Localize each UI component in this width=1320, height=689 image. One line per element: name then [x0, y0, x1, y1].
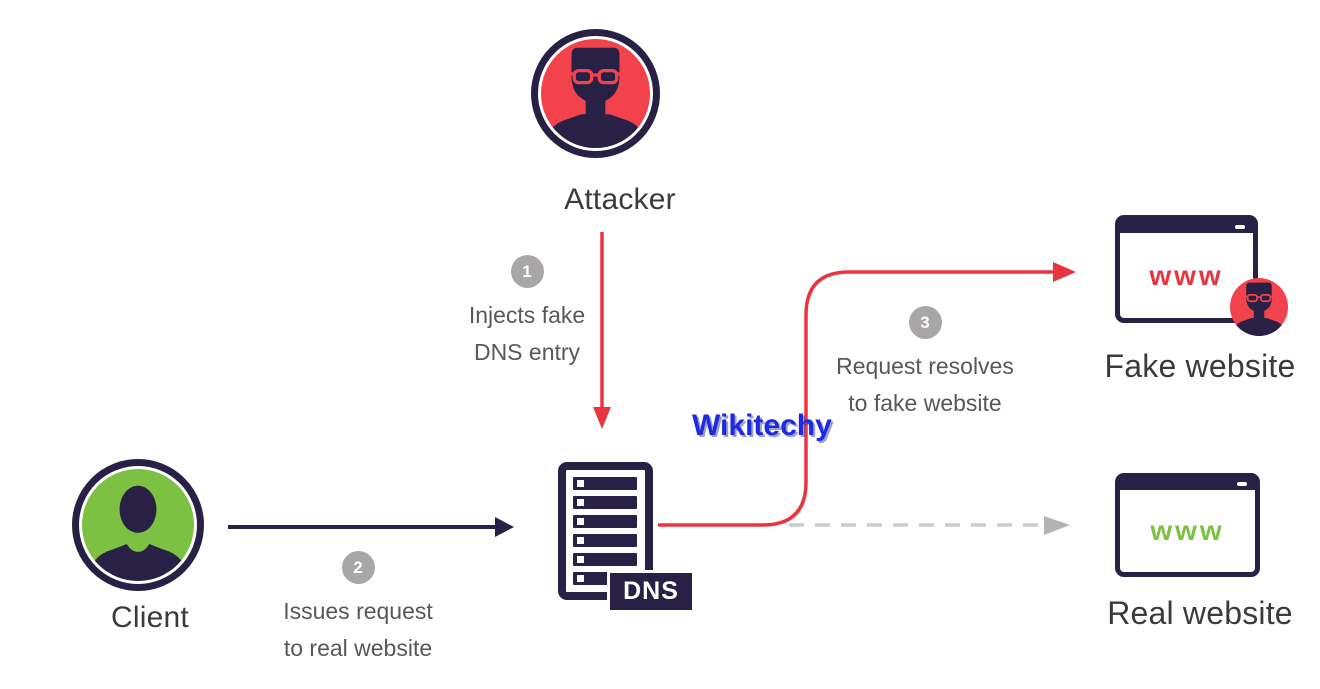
- attacker-avatar: [531, 29, 660, 158]
- client-label: Client: [111, 601, 189, 634]
- real-website-label: Real website: [1107, 595, 1293, 631]
- step-1-text-line1: Injects fake: [468, 302, 586, 328]
- attacker-label: Attacker: [564, 183, 676, 216]
- step-2-text-line1: Issues request: [283, 598, 433, 624]
- step-3-text-line2: to fake website: [848, 390, 1002, 416]
- hacker-icon: [541, 39, 650, 148]
- step-3-text-line1: Request resolves: [836, 353, 1014, 379]
- browser-titlebar: [1120, 478, 1255, 490]
- www-text-fake: www: [1149, 259, 1224, 291]
- minimize-dash-icon: [1235, 225, 1245, 229]
- step-2-text-line2: to real website: [283, 635, 433, 661]
- dns-label: DNS: [607, 570, 695, 613]
- step-1-badge: 1: [510, 255, 544, 288]
- arrow-dns-to-fake-website: [658, 270, 1055, 527]
- fake-website-label: Fake website: [1104, 348, 1296, 384]
- step-2-badge: 2: [341, 551, 375, 584]
- hacker-badge-icon: [1230, 278, 1288, 336]
- browser-titlebar: [1120, 220, 1253, 233]
- www-text-real: www: [1150, 515, 1225, 546]
- step-3: 3 Request resolves to fake website: [825, 306, 1025, 422]
- step-2: 2 Issues request to real website: [258, 551, 458, 667]
- arrowhead-attacker-to-dns-icon: [593, 407, 611, 429]
- watermark-text: Wikitechy: [692, 409, 832, 442]
- dns-server-icon: [558, 462, 653, 600]
- real-website-icon: www: [1115, 473, 1260, 577]
- fake-website-icon: www: [1115, 215, 1288, 336]
- arrowhead-client-to-dns-icon: [495, 517, 514, 537]
- step-3-badge: 3: [908, 306, 942, 339]
- step-1: 1 Injects fake DNS entry: [447, 255, 607, 371]
- user-icon: [82, 469, 194, 581]
- step-1-text-line2: DNS entry: [473, 339, 581, 365]
- arrowhead-dns-to-real-icon: [1044, 516, 1070, 535]
- arrowhead-dns-to-fake-icon: [1053, 262, 1076, 282]
- client-avatar: [72, 459, 204, 591]
- minimize-dash-icon: [1237, 482, 1247, 486]
